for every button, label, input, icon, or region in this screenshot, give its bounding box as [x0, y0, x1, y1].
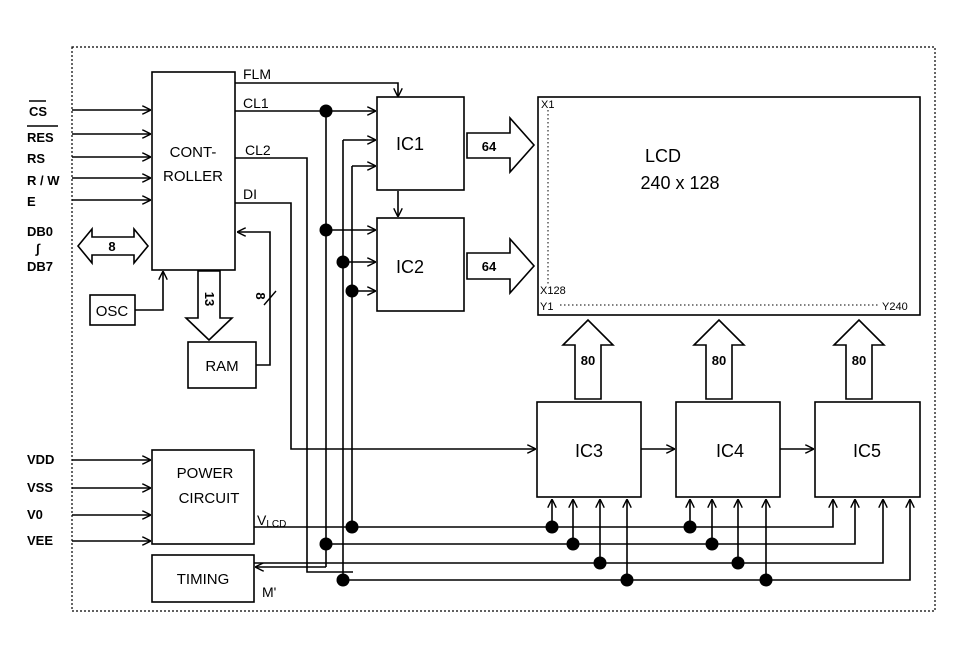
lcd-corner-x1: X1 [541, 99, 554, 111]
ic5-feed-1 [690, 500, 833, 528]
junction-ic3-2 [566, 537, 580, 551]
junction-cl1-top [319, 104, 333, 118]
signal-cl1-label: CL1 [243, 95, 269, 111]
ram-label: RAM [205, 358, 238, 375]
ic2-output-width: 64 [482, 259, 497, 274]
junction-vlcd [345, 520, 359, 534]
ic5-feed-3 [738, 500, 883, 564]
controller-block: CONT- ROLLER [151, 71, 236, 271]
ic3-label: IC3 [575, 441, 603, 461]
junction-ic4-4 [759, 573, 773, 587]
cl2-wire [235, 157, 353, 573]
power-label-line2: CIRCUIT [179, 490, 240, 507]
ram-data-bus-slash [263, 290, 277, 306]
ic2-block: IC2 [376, 217, 465, 312]
ic5-output-width: 80 [852, 353, 866, 368]
pin-range-symbol: ∫ [35, 241, 41, 256]
ic4-block: IC4 [675, 401, 781, 498]
pin-rs-label: RS [27, 151, 45, 166]
pin-vee-label: VEE [27, 533, 53, 548]
lcd-panel: LCD 240 x 128 X1 X128 Y1 Y240 [537, 96, 921, 316]
ic4-feed-4 [627, 500, 766, 581]
data-bus-arrow [76, 226, 150, 266]
power-circuit-block: POWER CIRCUIT [151, 449, 255, 545]
pin-db7-label: DB7 [27, 259, 53, 274]
timing-label: TIMING [177, 571, 230, 588]
ic1-output-width: 64 [482, 139, 497, 154]
lcd-corner-y240: Y240 [882, 301, 908, 313]
ram-address-width: 13 [202, 292, 217, 306]
pin-vdd-label: VDD [27, 452, 54, 467]
ram-address-bus-arrow [184, 270, 234, 342]
lcd-label: LCD [645, 146, 681, 166]
timing-block: TIMING [151, 554, 255, 603]
ic4-feed-3 [600, 500, 738, 564]
ic5-feed-4 [766, 500, 910, 581]
signal-cl2-label: CL2 [245, 142, 271, 158]
junction-bus2 [319, 537, 333, 551]
power-inputs: VDD VSS V0 VEE [27, 452, 150, 548]
ic2-label: IC2 [396, 257, 424, 277]
junction-clk-ic2 [336, 255, 350, 269]
ic4-output-bus-arrow [692, 318, 746, 400]
controller-label-line1: CONT- [170, 144, 217, 161]
ic1-block: IC1 [376, 96, 465, 191]
ram-block: RAM [187, 341, 257, 389]
pin-vss-label: VSS [27, 480, 53, 495]
junction-ic4-2 [705, 537, 719, 551]
pin-res-label: RES [27, 130, 54, 145]
junction-ic3-4 [620, 573, 634, 587]
ic1-label: IC1 [396, 134, 424, 154]
junction-bus4 [336, 573, 350, 587]
signal-di-label: DI [243, 186, 257, 202]
pin-e-label: E [27, 194, 36, 209]
signal-flm-label: FLM [243, 66, 271, 82]
junction-ic3-3 [593, 556, 607, 570]
ic3-output-bus-arrow [561, 318, 615, 400]
data-bus-width: 8 [108, 239, 115, 254]
junction-cl1-ic2 [319, 223, 333, 237]
osc-to-controller-wire [135, 272, 163, 311]
junction-m-ic2 [345, 284, 359, 298]
ic4-label: IC4 [716, 441, 744, 461]
power-label-line1: POWER [177, 465, 234, 482]
signal-vlcd-label: VLCD [257, 512, 286, 530]
ic2-output-bus-arrow [466, 236, 536, 296]
ic4-output-width: 80 [712, 353, 726, 368]
pin-rw-label: R / W [27, 173, 60, 188]
ic3-block: IC3 [536, 401, 642, 498]
ic5-label: IC5 [853, 441, 881, 461]
ram-data-width: 8 [253, 292, 268, 299]
ic3-output-width: 80 [581, 353, 595, 368]
ic5-output-bus-arrow [832, 318, 886, 400]
lcd-corner-x128: X128 [540, 285, 566, 297]
controller-inputs: CS RES RS R / W E DB0 ∫ DB7 8 [27, 100, 150, 274]
ic5-feed-2 [712, 500, 855, 545]
lcd-resolution: 240 x 128 [640, 173, 719, 193]
di-wire [235, 202, 535, 449]
junction-ic4-1 [683, 520, 697, 534]
pin-v0-label: V0 [27, 507, 43, 522]
junction-ic4-3 [731, 556, 745, 570]
module-frame [71, 46, 936, 612]
osc-block: OSC [89, 294, 136, 326]
pin-cs-label: CS [29, 104, 47, 119]
pin-db0-label: DB0 [27, 224, 53, 239]
flm-wire [235, 82, 398, 96]
ic1-output-bus-arrow [466, 115, 536, 175]
osc-label: OSC [96, 303, 129, 320]
controller-label-line2: ROLLER [163, 168, 223, 185]
ic5-block: IC5 [814, 401, 921, 498]
signal-m-label: M' [262, 584, 276, 600]
lcd-corner-y1: Y1 [540, 301, 553, 313]
junction-ic3-1 [545, 520, 559, 534]
